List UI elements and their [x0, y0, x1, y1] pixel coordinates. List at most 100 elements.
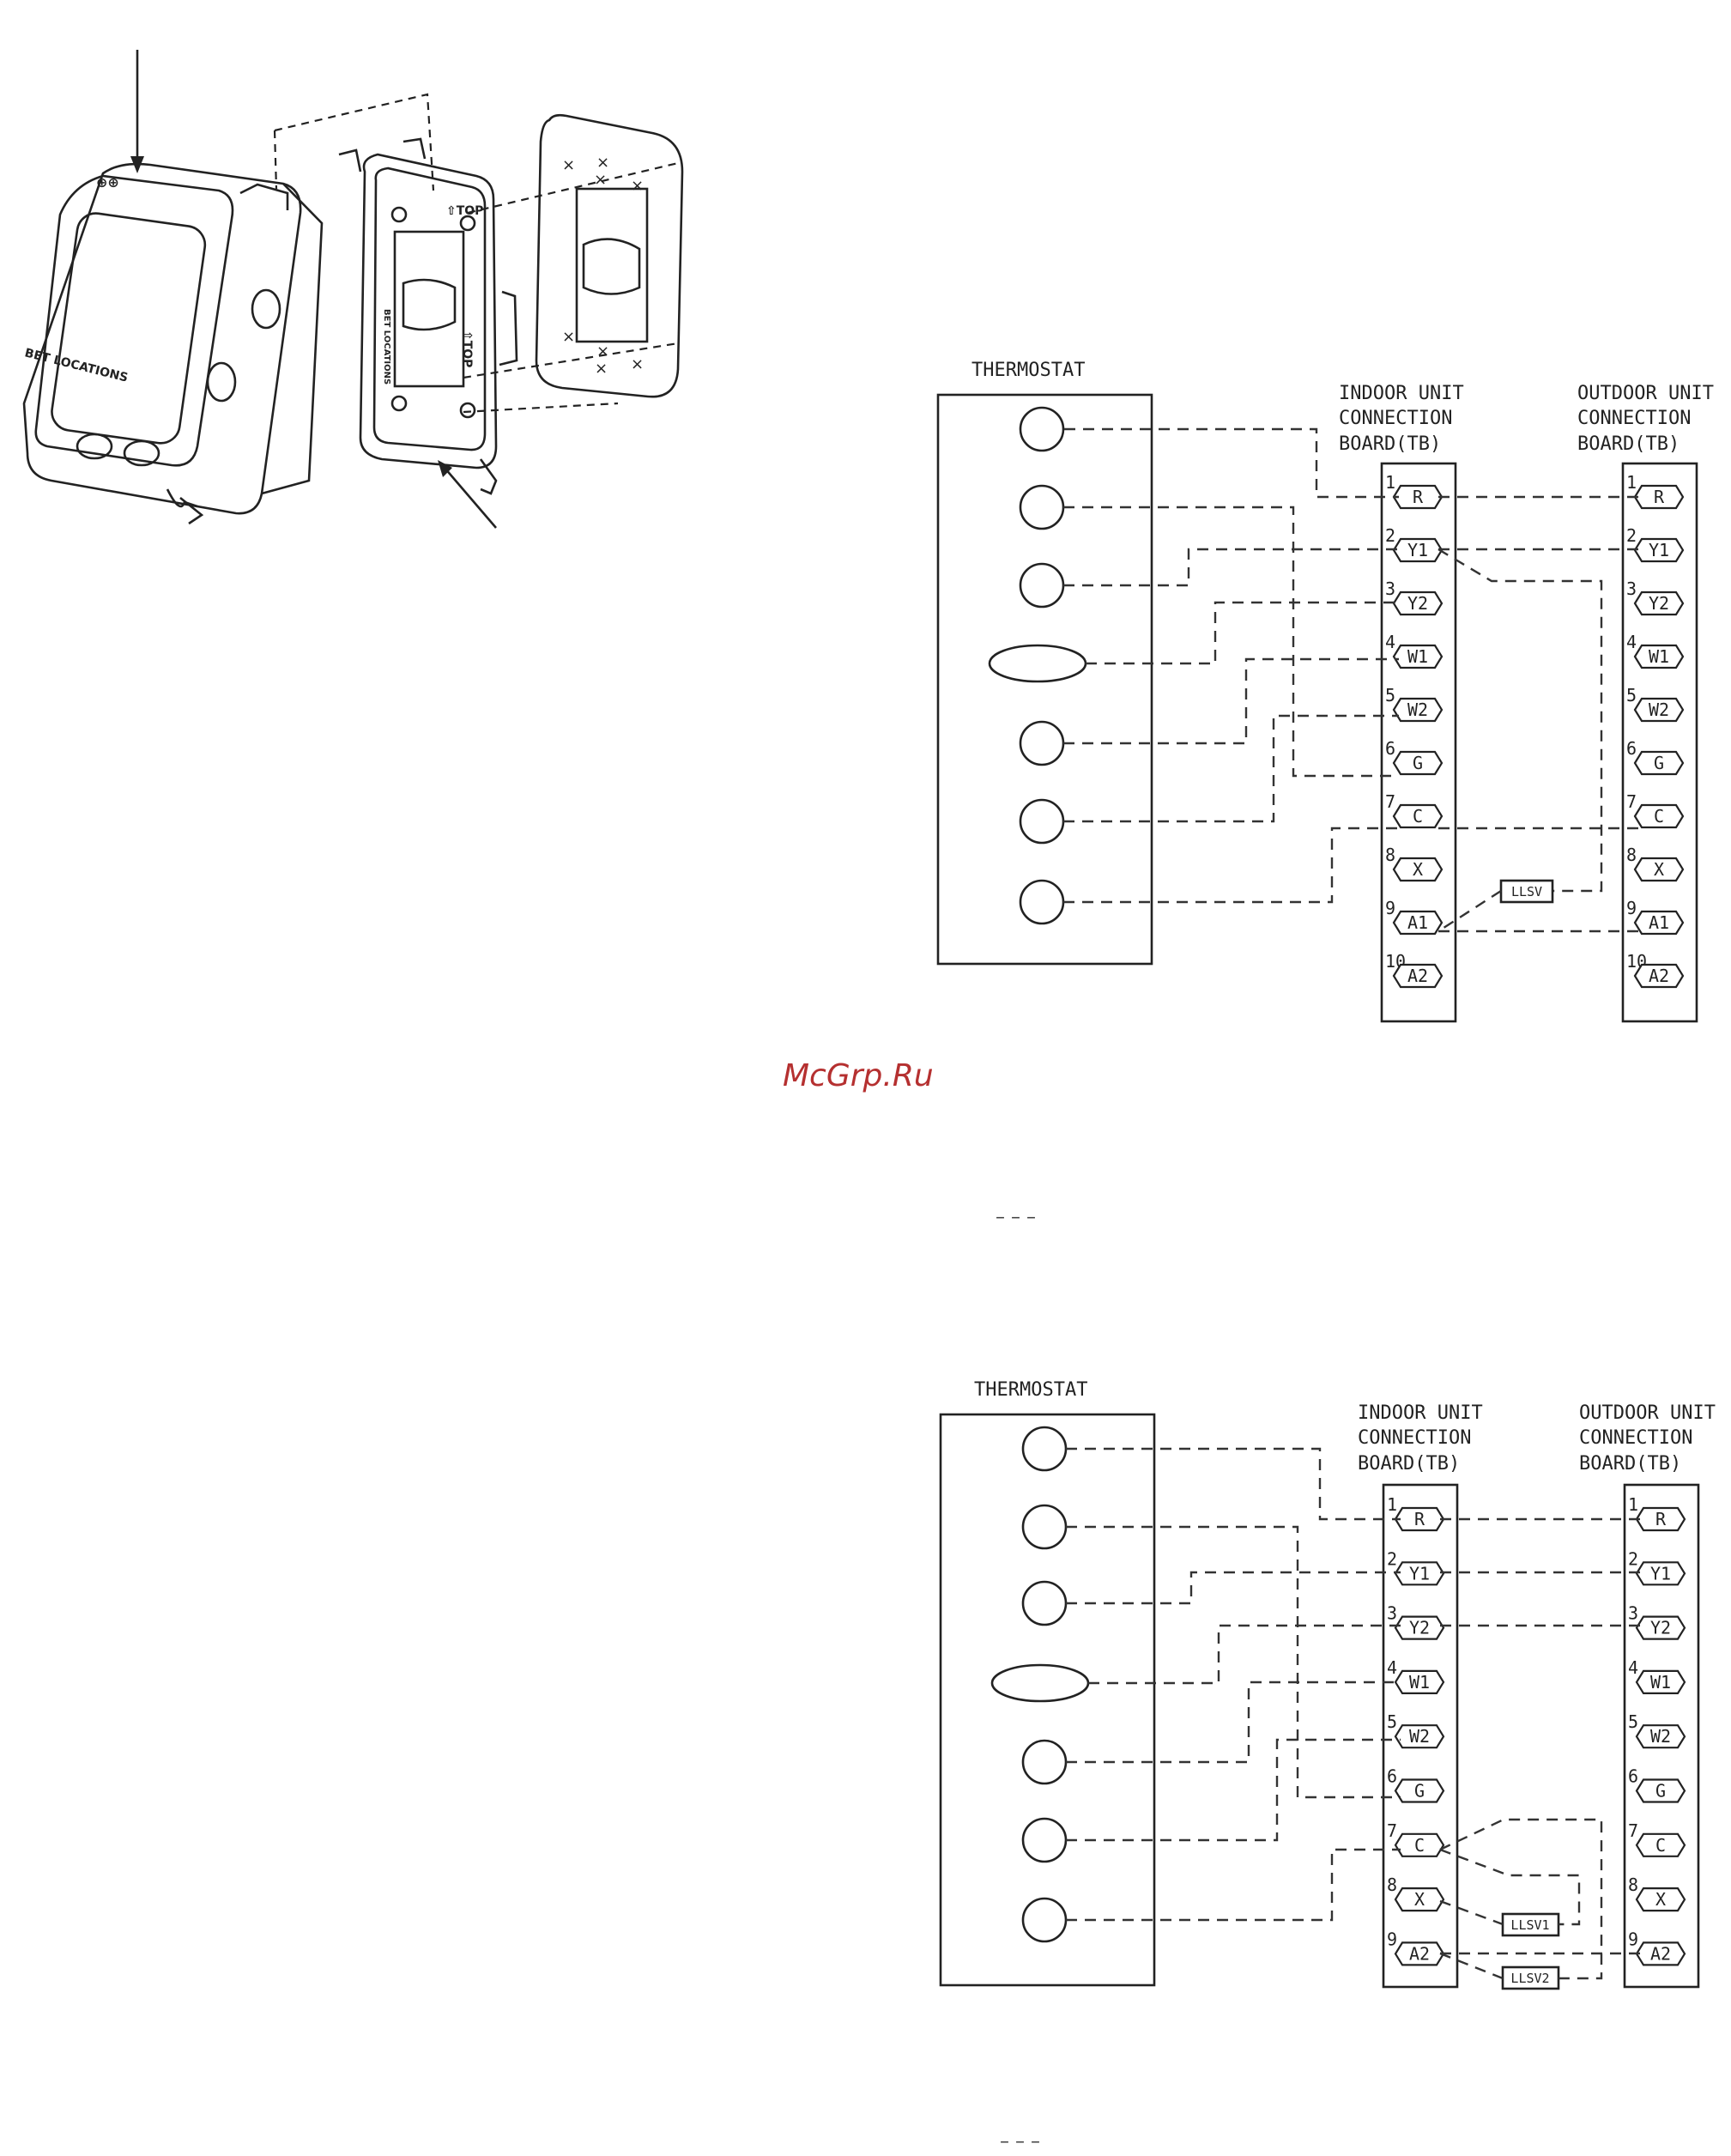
terminal-y2: 3Y2 [1628, 1603, 1686, 1640]
terminal-number: 2 [1626, 525, 1637, 546]
terminal-number: 4 [1628, 1657, 1638, 1678]
terminal-label: A2 [1409, 1943, 1430, 1964]
terminal-g: 6G [1385, 738, 1444, 776]
svg-text:×: × [594, 171, 607, 189]
terminal-hexagon [1392, 750, 1444, 776]
thermostat-terminal-oval [990, 1663, 1090, 1703]
terminal-r: 1R [1626, 472, 1685, 510]
terminal-r: 1R [1387, 1494, 1445, 1532]
terminal-y1: 2Y1 [1626, 525, 1685, 563]
terminal-number: 7 [1628, 1820, 1638, 1841]
terminal-number: 4 [1387, 1657, 1397, 1678]
terminal-label: G [1655, 1781, 1666, 1802]
outdoor-header: OUTDOOR UNIT CONNECTION BOARD(TB) [1579, 1402, 1716, 1475]
outdoor-header-line: CONNECTION [1577, 408, 1691, 429]
terminal-number: 3 [1385, 578, 1395, 599]
terminal-hexagon [1394, 1832, 1445, 1857]
terminal-hexagon [1392, 857, 1444, 882]
terminal-label: W2 [1409, 1726, 1430, 1747]
thermostat-terminals [990, 1426, 1090, 1943]
terminal-hexagon [1633, 910, 1685, 936]
terminal-number: 2 [1385, 525, 1395, 546]
terminal-hexagon [1635, 1832, 1686, 1857]
terminal-hexagon [1635, 1669, 1686, 1695]
terminal-number: 1 [1387, 1494, 1397, 1515]
terminal-label: X [1413, 859, 1423, 880]
terminal-a2: 9A2 [1628, 1929, 1686, 1966]
terminal-hexagon [1392, 644, 1444, 669]
terminal-label: R [1413, 487, 1424, 507]
terminal-a2: 9A2 [1387, 1929, 1445, 1966]
svg-text:×: × [596, 342, 609, 360]
terminal-label: Y2 [1407, 593, 1428, 614]
terminal-w1: 4W1 [1628, 1657, 1686, 1695]
wiring-diagram-1: THERMOSTAT INDOOR UNIT CONNECTION BOARD(… [936, 360, 1714, 1023]
indoor-header-line: BOARD(TB) [1339, 433, 1441, 455]
llsv-label: LLSV [1511, 884, 1542, 899]
thermostat-box [939, 1413, 1156, 1987]
terminal-label: W1 [1409, 1672, 1430, 1693]
terminal-number: 1 [1628, 1494, 1638, 1515]
terminal-y1: 2Y1 [1387, 1548, 1445, 1586]
outdoor-header-line: BOARD(TB) [1579, 1453, 1681, 1475]
terminal-hexagon [1394, 1669, 1445, 1695]
terminal-w2: 5W2 [1628, 1711, 1686, 1749]
terminal-hexagon [1633, 590, 1685, 616]
terminal-label: W2 [1650, 1726, 1671, 1747]
terminal-hexagon [1394, 1615, 1445, 1640]
thermostat-terminal [1021, 1739, 1068, 1785]
terminal-label: Y1 [1409, 1563, 1430, 1584]
outdoor-header-line: OUTDOOR UNIT [1579, 1402, 1716, 1424]
terminal-y1: 2Y1 [1628, 1548, 1686, 1586]
terminal-label: W1 [1407, 646, 1428, 667]
terminal-number: 7 [1626, 791, 1637, 812]
svg-text:×: × [596, 154, 609, 172]
terminal-number: 9 [1626, 898, 1637, 918]
indoor-header-line: INDOOR UNIT [1358, 1402, 1483, 1424]
outdoor-board [1621, 462, 1698, 1023]
terminal-number: 5 [1626, 685, 1637, 706]
outdoor-header-line: BOARD(TB) [1577, 433, 1680, 455]
terminal-hexagon [1635, 1615, 1686, 1640]
terminal-number: 4 [1626, 632, 1637, 652]
thermostat-terminal [1019, 484, 1065, 530]
terminal-label: A1 [1407, 912, 1428, 933]
terminal-label: Y2 [1649, 593, 1669, 614]
thermostat-box [936, 393, 1153, 966]
terminal-hexagon [1394, 1724, 1445, 1749]
terminal-label: X [1654, 859, 1664, 880]
terminal-y2: 3Y2 [1387, 1603, 1445, 1640]
terminal-w2: 5W2 [1387, 1711, 1445, 1749]
indoor-board [1380, 462, 1457, 1023]
indoor-header-line: CONNECTION [1339, 408, 1452, 429]
terminal-hexagon [1392, 590, 1444, 616]
terminal-hexagon [1633, 857, 1685, 882]
thermostat-terminal [1019, 406, 1065, 452]
indoor-header: INDOOR UNIT CONNECTION BOARD(TB) [1358, 1402, 1483, 1475]
terminal-number: 9 [1387, 1929, 1397, 1949]
terminal-y2: 3Y2 [1385, 578, 1444, 616]
junction-box: BET LOCATIONS ⊕⊕ [22, 162, 324, 525]
terminal-number: 5 [1385, 685, 1395, 706]
terminal-r: 1R [1628, 1494, 1686, 1532]
watermark: McGrp.Ru [783, 1058, 934, 1093]
indoor-header-line: BOARD(TB) [1358, 1453, 1460, 1475]
terminal-number: 8 [1626, 845, 1637, 865]
terminal-g: 6G [1626, 738, 1685, 776]
llsv2-label: LLSV2 [1510, 1971, 1549, 1986]
terminal-hexagon [1394, 1887, 1445, 1912]
terminal-label: C [1414, 1835, 1425, 1856]
terminal-hexagon [1392, 963, 1444, 989]
plate-top-label-side: ⇧TOP [460, 330, 474, 367]
thermostat-terminal [1021, 1580, 1068, 1626]
terminal-w1: 4W1 [1385, 632, 1444, 669]
terminal-hexagon [1633, 484, 1685, 510]
terminal-number: 7 [1385, 791, 1395, 812]
terminal-number: 1 [1385, 472, 1395, 493]
terminal-hexagon [1633, 537, 1685, 563]
terminal-number: 4 [1385, 632, 1395, 652]
terminal-label: G [1654, 753, 1664, 773]
